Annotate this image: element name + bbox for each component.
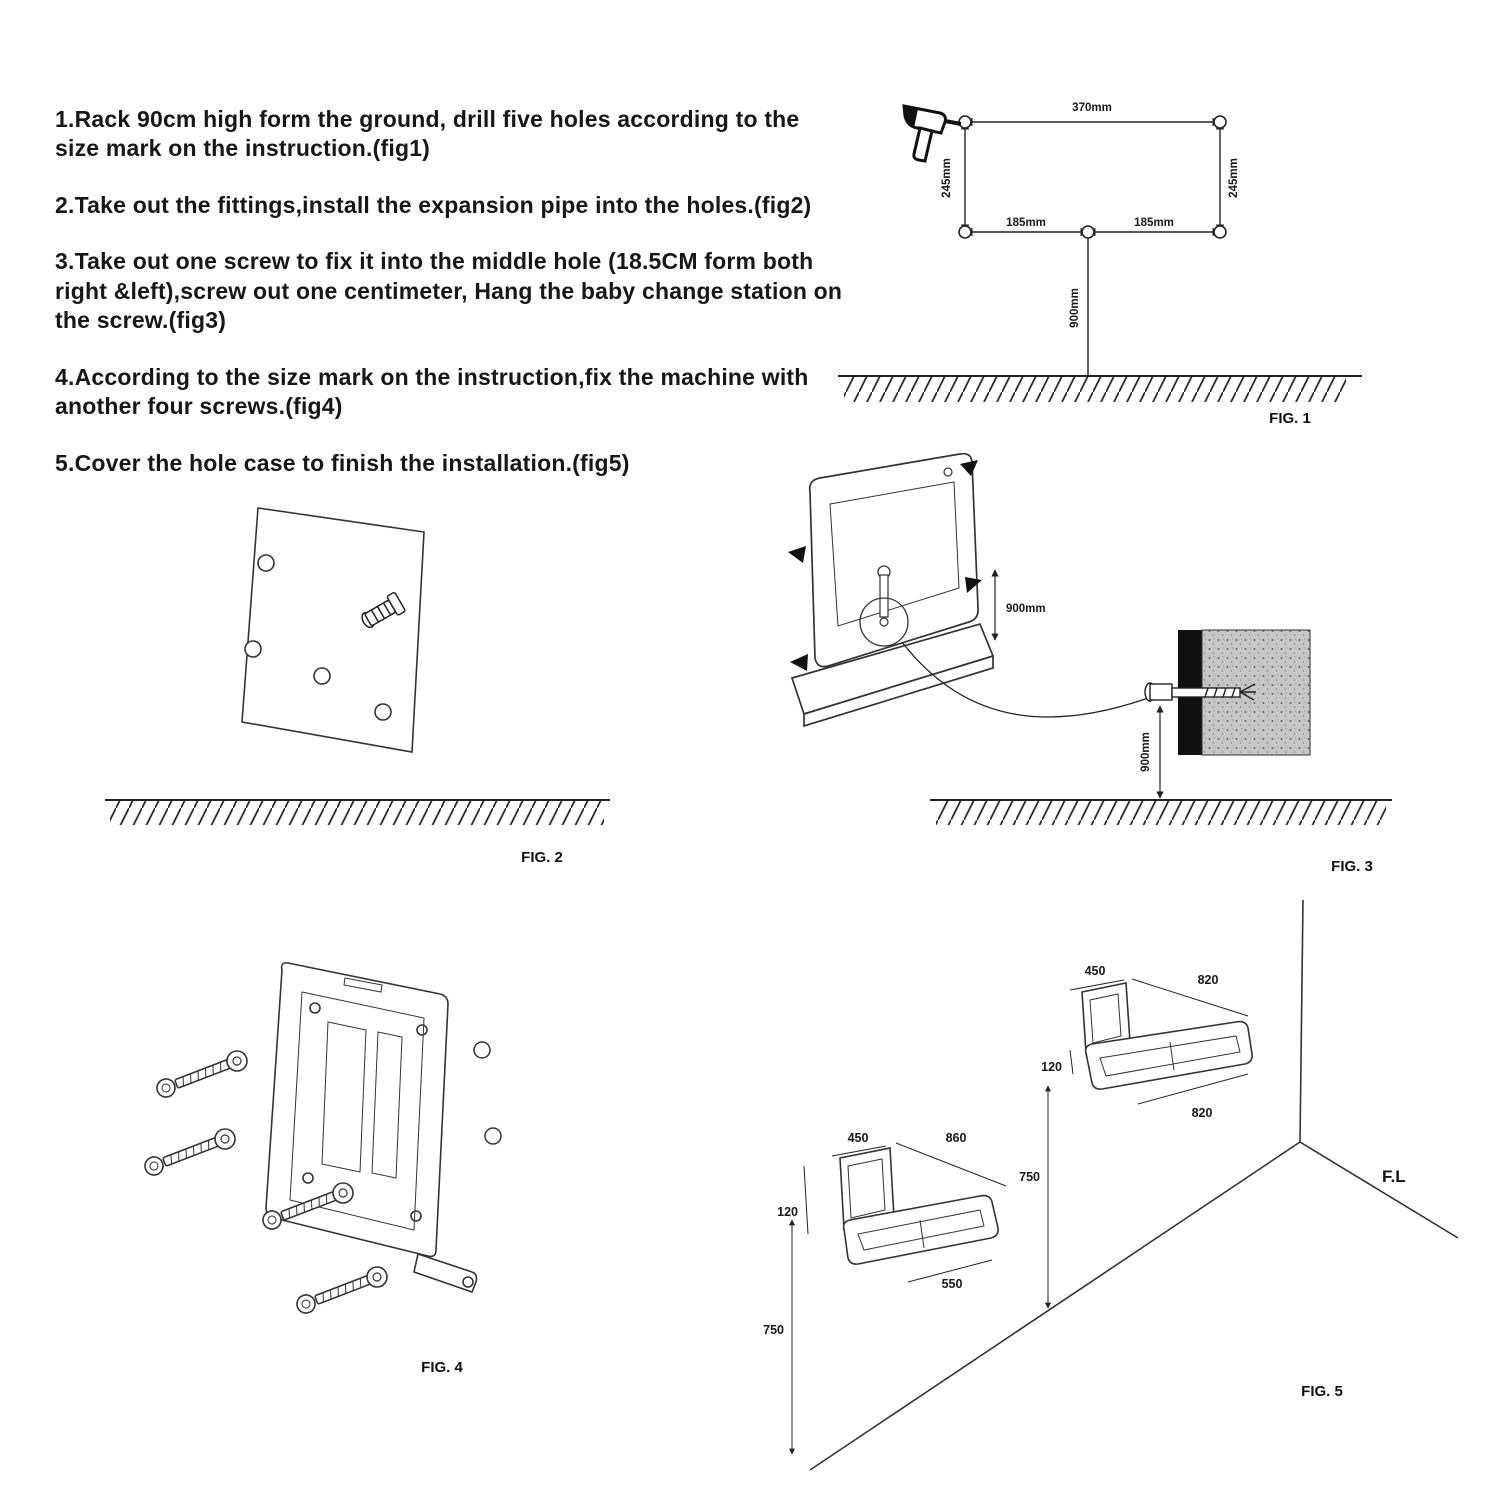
wall-section-detail: 900mm bbox=[1140, 629, 1311, 799]
fig5-folded-width: 860 bbox=[946, 1131, 967, 1145]
figure-3: 900mm 900mm bbox=[730, 430, 1410, 890]
fig5-open-thickness: 120 bbox=[1041, 1060, 1062, 1074]
instruction-steps: 1.Rack 90cm high form the ground, drill … bbox=[55, 105, 850, 505]
figure-3-drawing: 900mm 900mm bbox=[788, 452, 1392, 875]
figure-1-drawing: 370mm 245mm 245mm 185mm 185mm 900mm FIG.… bbox=[838, 102, 1362, 427]
fig5-open-width-bottom: 820 bbox=[1192, 1106, 1213, 1120]
fig1-dim-bottom-left: 185mm bbox=[1006, 217, 1046, 229]
instruction-step-3: 3.Take out one screw to fix it into the … bbox=[55, 248, 843, 334]
floor-level-label: F.L bbox=[1382, 1167, 1406, 1186]
instruction-step-1: 1.Rack 90cm high form the ground, drill … bbox=[55, 106, 800, 162]
fig1-dim-left: 245mm bbox=[941, 158, 953, 198]
fig3-dim-wall-height: 900mm bbox=[1140, 732, 1152, 772]
instruction-step-2: 2.Take out the fittings,install the expa… bbox=[55, 191, 812, 218]
fig3-caption: FIG. 3 bbox=[1331, 858, 1373, 875]
middle-screw bbox=[361, 591, 406, 629]
alignment-arrows bbox=[788, 460, 982, 671]
folded-unit-dimensions bbox=[789, 1142, 1007, 1455]
fig1-dim-height: 900mm bbox=[1069, 288, 1081, 328]
instruction-step-4: 4.According to the size mark on the inst… bbox=[55, 363, 809, 420]
fig5-caption: FIG. 5 bbox=[1301, 1383, 1343, 1400]
figure-1: 370mm 245mm 245mm 185mm 185mm 900mm FIG.… bbox=[820, 80, 1380, 430]
fig5-open-depth: 450 bbox=[1085, 964, 1106, 978]
fig5-folded-height: 750 bbox=[763, 1323, 784, 1337]
fig1-dim-bottom-right: 185mm bbox=[1134, 217, 1174, 229]
fig1-dim-right: 245mm bbox=[1228, 158, 1240, 198]
detail-callout-circle bbox=[859, 597, 909, 647]
changing-station-folded bbox=[839, 1147, 999, 1265]
hole-layout bbox=[958, 115, 1227, 376]
height-dimension: 900mm bbox=[991, 569, 1046, 641]
callout-leader-arrow bbox=[901, 641, 1155, 718]
figure-5: F.L 450 820 120 820 750 bbox=[740, 890, 1460, 1480]
fig2-caption: FIG. 2 bbox=[521, 849, 563, 866]
figure-4: FIG. 4 bbox=[120, 920, 620, 1390]
ground-line bbox=[838, 375, 1362, 402]
ground-line bbox=[105, 799, 610, 825]
changing-station-back bbox=[790, 452, 995, 728]
fig4-caption: FIG. 4 bbox=[421, 1359, 463, 1376]
fig3-dim-height: 900mm bbox=[1006, 603, 1046, 615]
instruction-step-5: 5.Cover the hole case to finish the inst… bbox=[55, 449, 630, 476]
wall-panel bbox=[241, 507, 425, 753]
expansion-screw bbox=[1144, 682, 1256, 702]
fig5-folded-width-bottom: 550 bbox=[942, 1277, 963, 1291]
fig1-caption: FIG. 1 bbox=[1269, 410, 1311, 427]
fig1-dim-top: 370mm bbox=[1072, 102, 1112, 114]
fig5-open-height: 750 bbox=[1019, 1170, 1040, 1184]
figure-4-drawing: FIG. 4 bbox=[141, 962, 502, 1376]
fig5-folded-thickness: 120 bbox=[777, 1205, 798, 1219]
ground-line bbox=[930, 799, 1392, 825]
changing-station-open bbox=[1081, 982, 1253, 1090]
open-unit-dimensions bbox=[1045, 978, 1249, 1309]
fig5-open-width: 820 bbox=[1198, 973, 1219, 987]
wall-holes bbox=[473, 1041, 502, 1145]
figure-5-drawing: F.L 450 820 120 820 750 bbox=[763, 899, 1459, 1471]
drill-icon bbox=[902, 104, 962, 163]
figure-2: FIG. 2 bbox=[90, 470, 650, 870]
figure-2-drawing: FIG. 2 bbox=[105, 507, 610, 866]
mounting-bracket bbox=[265, 962, 478, 1294]
fig5-folded-depth: 450 bbox=[848, 1131, 869, 1145]
room-corner bbox=[809, 899, 1459, 1471]
